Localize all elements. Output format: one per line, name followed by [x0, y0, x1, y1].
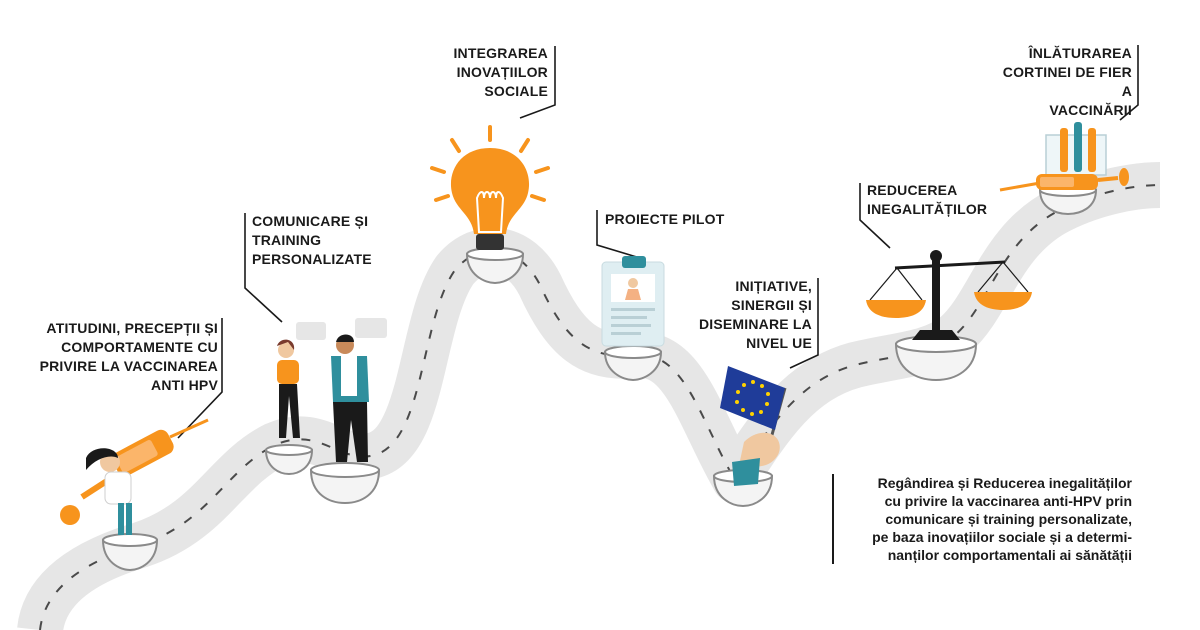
pedestal-3 [465, 253, 525, 285]
pedestal-2b [309, 469, 381, 505]
callout-lines [177, 45, 1139, 439]
label-line: ANTI HPV [151, 377, 218, 393]
label-line: INTEGRAREA [453, 45, 548, 61]
pedestal-4 [603, 351, 663, 382]
milestone-label-5: INIȚIATIVE, SINERGII ȘI DISEMINARE LA NI… [680, 277, 812, 353]
milestone-label-3: INTEGRAREA INOVAȚIILOR SOCIALE [400, 44, 548, 101]
label-line: PROIECTE PILOT [605, 211, 725, 227]
pedestals [101, 183, 1098, 572]
label-line: ÎNLĂTURAREA [1028, 45, 1132, 61]
summary-line: comunicare și training personalizate, [885, 511, 1132, 527]
label-line: SINERGII ȘI [731, 297, 812, 313]
lightbulb-icon [430, 125, 550, 250]
label-line: COMPORTAMENTE CU [61, 339, 218, 355]
milestone-label-2: COMUNICARE ȘI TRAINING PERSONALIZATE [252, 212, 402, 269]
label-line: VACCINĂRII [1049, 102, 1132, 118]
label-line: TRAINING [252, 232, 322, 248]
label-line: PRIVIRE LA VACCINAREA [39, 358, 218, 374]
label-line: ATITUDINI, PRECEPȚII ȘI [46, 320, 218, 336]
label-line: CORTINEI DE FIER A [1002, 64, 1132, 99]
label-line: REDUCEREA [867, 182, 958, 198]
label-line: DISEMINARE LA [698, 316, 812, 332]
clipboard-icon [601, 256, 665, 347]
milestone-label-4: PROIECTE PILOT [605, 210, 745, 229]
milestone-label-6: REDUCEREA INEGALITĂȚILOR [867, 181, 1007, 219]
summary-text: Regândirea și Reducerea inegalităților c… [832, 474, 1132, 564]
test-tubes-icon [999, 122, 1129, 192]
pedestal-6 [894, 343, 978, 382]
milestone-label-1: ATITUDINI, PRECEPȚII ȘI COMPORTAMENTE CU… [30, 319, 218, 395]
label-line: PERSONALIZATE [252, 251, 372, 267]
label-line: NIVEL UE [746, 335, 812, 351]
label-line: INIȚIATIVE, [735, 278, 812, 294]
road [17, 162, 1161, 630]
milestone-label-7: ÎNLĂTURAREA CORTINEI DE FIER A VACCINĂRI… [990, 44, 1132, 120]
pedestal-2a [264, 449, 314, 476]
scales-icon [866, 250, 1032, 340]
summary-line: nanților comportamentali ai sănătății [887, 547, 1132, 563]
label-line: SOCIALE [484, 83, 548, 99]
people-talking-icon [277, 318, 387, 462]
summary-line: Regândirea și Reducerea inegalităților [877, 475, 1132, 491]
label-line: INOVAȚIILOR [456, 64, 548, 80]
label-line: INEGALITĂȚILOR [867, 201, 988, 217]
eu-flag-icon [720, 366, 787, 486]
summary-line: cu privire la vaccinarea anti-HPV prin [884, 493, 1132, 509]
pedestal-1 [101, 539, 159, 572]
summary-line: pe baza inovațiilor sociale și a determi… [872, 529, 1132, 545]
syringe-icon [60, 418, 209, 535]
label-line: COMUNICARE ȘI [252, 213, 369, 229]
